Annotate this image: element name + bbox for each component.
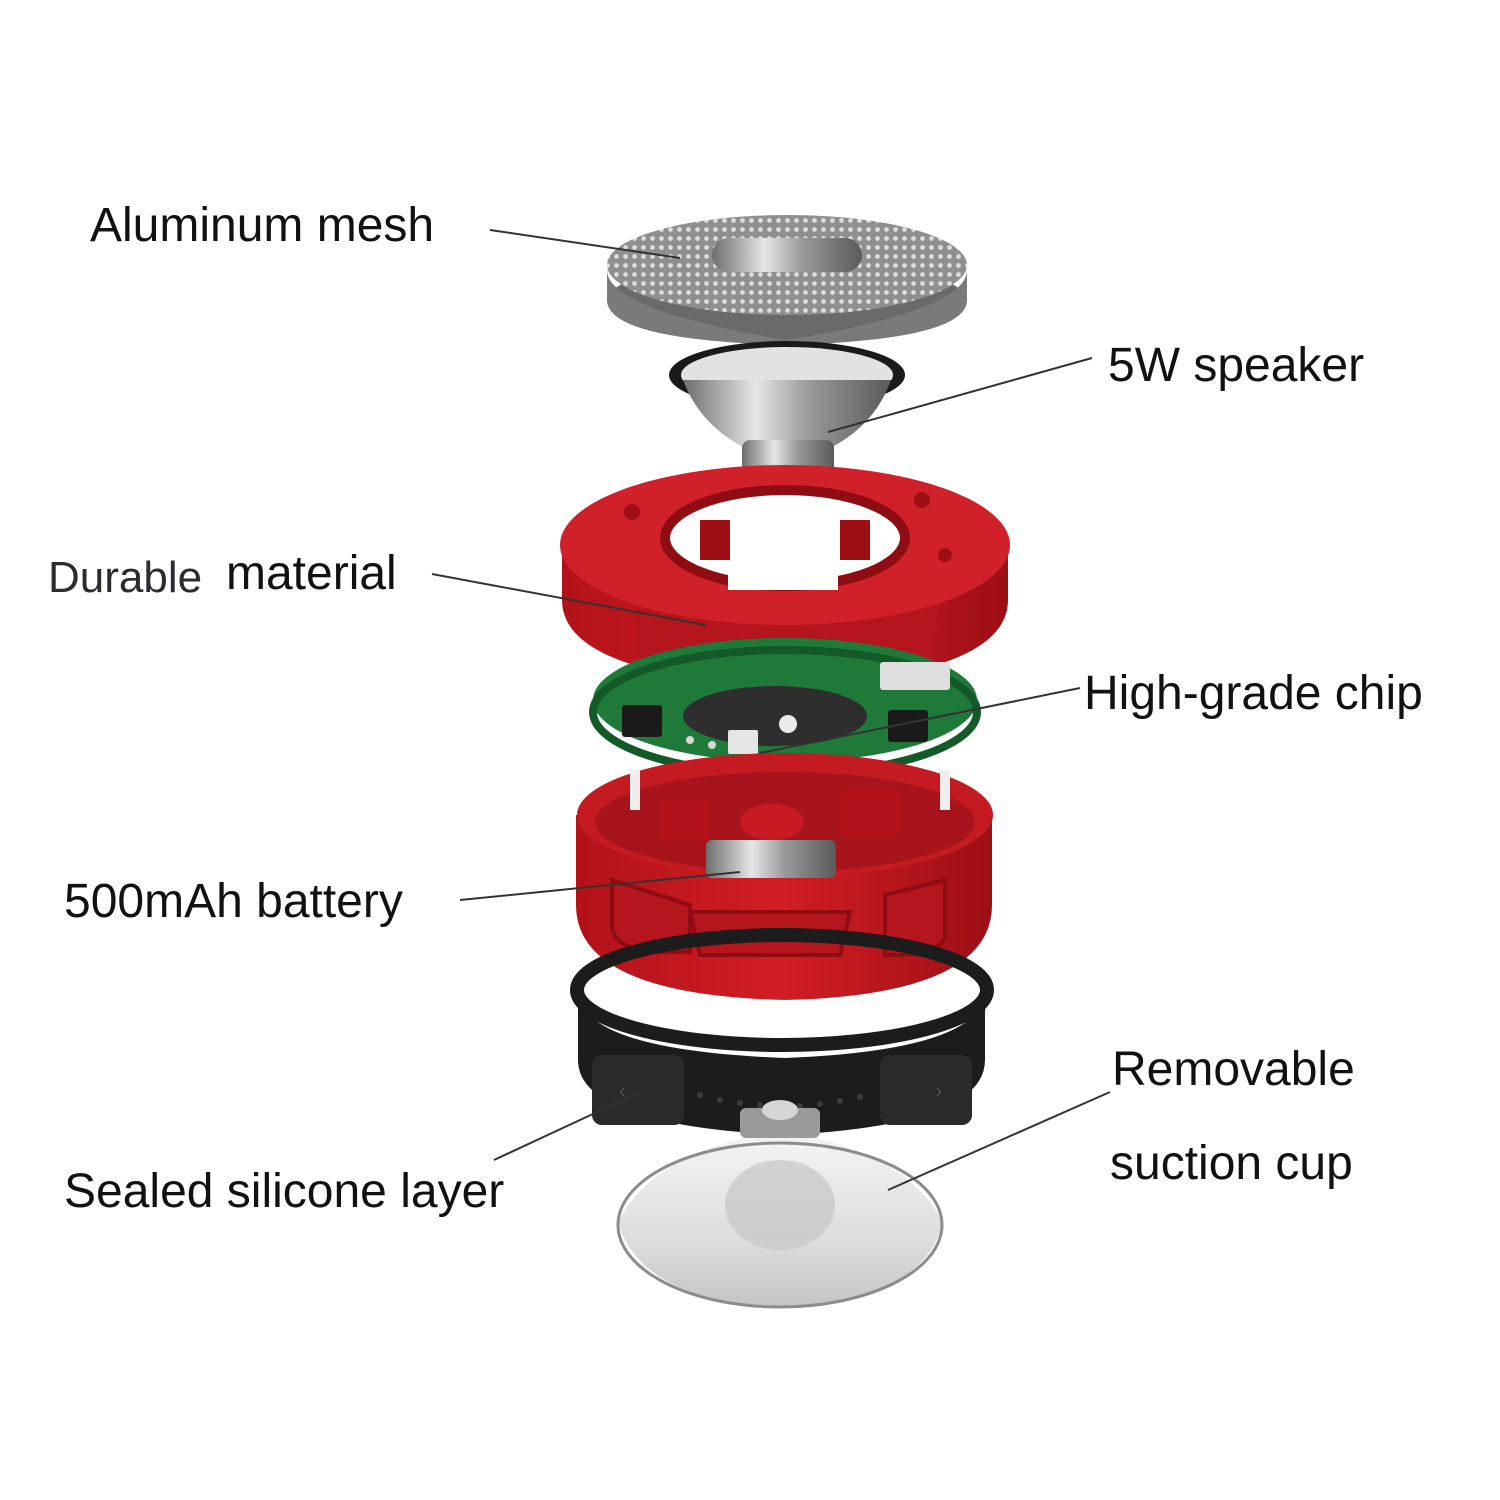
silicone-layer-label: Sealed silicone layer xyxy=(64,1165,505,1218)
aluminum-mesh-label: Aluminum mesh xyxy=(90,199,435,252)
suction-cup-label: suction cup xyxy=(1110,1137,1353,1190)
red-top-housing-part xyxy=(560,465,1010,690)
durable-label: Durable xyxy=(48,553,203,602)
suction-cup-part xyxy=(616,1100,944,1309)
chip-label: High-grade chip xyxy=(1084,667,1423,720)
silicone-band-part: ‹ › xyxy=(570,928,994,1135)
svg-text:›: › xyxy=(935,1079,943,1103)
removable-label: Removable xyxy=(1112,1043,1355,1096)
battery-label: 500mAh battery xyxy=(64,875,403,928)
leader-lines xyxy=(431,229,1111,1191)
svg-text:‹: ‹ xyxy=(618,1079,626,1103)
speaker-label: 5W speaker xyxy=(1108,339,1365,392)
material-label: material xyxy=(226,547,397,600)
aluminum-mesh-part xyxy=(607,215,967,345)
red-battery-housing-part xyxy=(576,753,993,1000)
